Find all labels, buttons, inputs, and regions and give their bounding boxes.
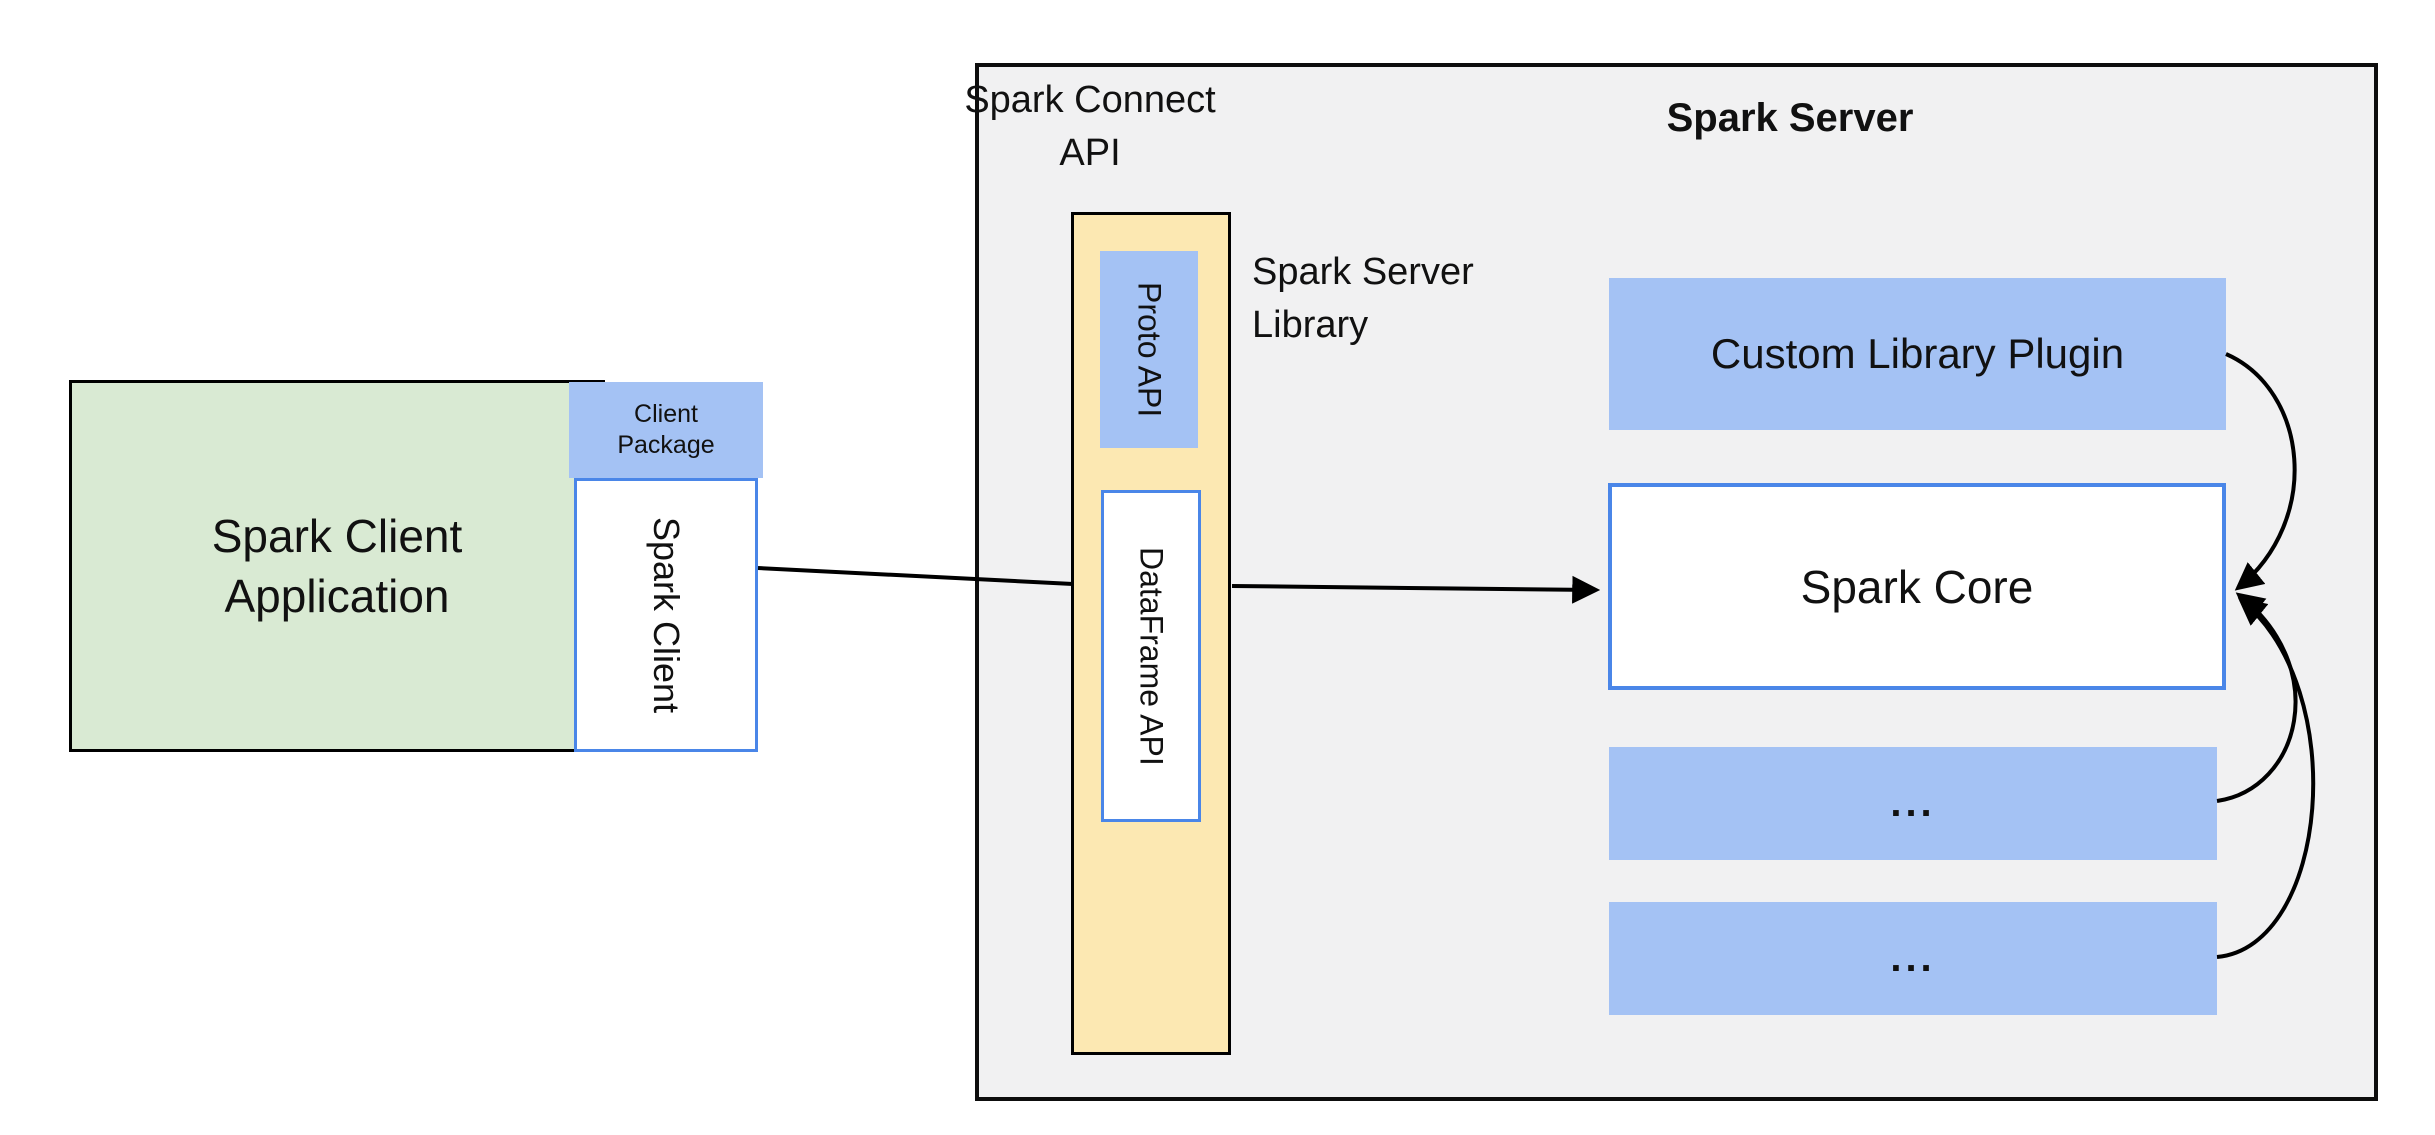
dataframe-api-label: DataFrame API <box>1133 546 1170 766</box>
plugin-placeholder-box-1: ... <box>1609 747 2217 860</box>
spark-connect-api-label: Spark Connect API <box>964 79 1216 174</box>
ellipsis-label-1: ... <box>1890 781 1936 825</box>
spark-server-library-label: Spark Server Library <box>1252 251 1474 346</box>
ellipsis-label-2: ... <box>1890 936 1936 980</box>
custom-library-plugin-box: Custom Library Plugin <box>1609 278 2226 430</box>
spark-client-application-box: Spark Client Application <box>69 380 605 752</box>
spark-server-title: Spark Server <box>1666 96 1914 140</box>
plugin-placeholder-box-2: ... <box>1609 902 2217 1015</box>
spark-client-box: Spark Client <box>574 478 758 752</box>
spark-core-label: Spark Core <box>1800 560 2034 613</box>
proto-api-label: Proto API <box>1131 281 1168 418</box>
dataframe-api-box: DataFrame API <box>1101 490 1201 822</box>
proto-api-box: Proto API <box>1100 251 1198 448</box>
custom-library-plugin-label: Custom Library Plugin <box>1710 330 2125 377</box>
spark-client-label: Spark Client <box>646 516 687 714</box>
spark-client-application-label: Spark Client Application <box>211 510 463 622</box>
client-package-label: Client Package <box>617 400 715 459</box>
spark-core-box: Spark Core <box>1608 483 2226 690</box>
client-package-box: Client Package <box>569 382 763 478</box>
